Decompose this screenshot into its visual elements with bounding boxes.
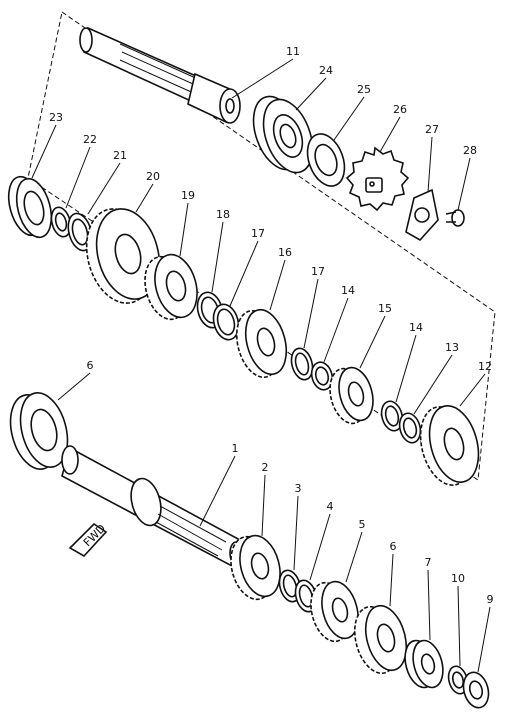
leader-line	[199, 455, 236, 527]
forward-direction-badge: FWD	[68, 522, 108, 558]
leader-line	[345, 531, 363, 583]
callout-labels: 1124252627282322212019181716171415141312…	[31, 45, 494, 673]
gear-20	[85, 208, 161, 304]
callout-number: 27	[425, 123, 439, 136]
circlip-17a	[212, 303, 240, 341]
callout-number: 9	[487, 593, 494, 606]
oil-seal-25	[306, 133, 346, 187]
callout-number: 12	[478, 360, 492, 373]
washer-14b	[380, 400, 404, 432]
leader-line	[457, 585, 461, 667]
leader-line	[359, 315, 386, 369]
callout-number: 1	[232, 442, 239, 455]
leader-line	[333, 96, 365, 141]
callout-number: 2	[262, 461, 269, 474]
washer-14a	[310, 361, 334, 391]
callout-number: 6	[390, 540, 397, 553]
callout-number: 14	[409, 321, 423, 334]
callout-number: 16	[278, 246, 292, 259]
callout-number: 10	[451, 572, 465, 585]
callout-number: 15	[378, 302, 392, 315]
callout-number: 11	[286, 45, 300, 58]
leader-line	[379, 116, 401, 153]
bolt-28	[445, 209, 465, 227]
callout-number: 24	[319, 64, 333, 77]
bearing-23	[7, 175, 53, 239]
leader-line	[309, 513, 331, 581]
leader-line	[303, 278, 319, 349]
callout-number: 21	[113, 149, 127, 162]
bearing-6-left	[9, 392, 69, 470]
callout-number: 3	[295, 482, 302, 495]
leader-line	[261, 474, 266, 537]
callout-number: 13	[445, 341, 459, 354]
drive-axle-shaft	[79, 26, 241, 124]
callout-number: 22	[83, 133, 97, 146]
gear-15	[329, 366, 374, 425]
leader-line	[211, 221, 224, 293]
leader-line	[57, 372, 91, 401]
callout-number: 18	[216, 208, 230, 221]
gear-6	[353, 604, 408, 675]
leader-line	[231, 58, 294, 99]
gear-12	[419, 405, 480, 486]
leader-line	[427, 569, 431, 641]
lock-washer-27	[405, 188, 439, 242]
callout-number: 28	[463, 144, 477, 157]
leader-line	[135, 183, 154, 213]
callout-number: 7	[425, 556, 432, 569]
callout-number: 23	[49, 111, 63, 124]
leader-line	[179, 202, 189, 257]
bearing-9	[462, 671, 490, 709]
callout-number: 6	[87, 359, 94, 372]
circlip-21	[67, 212, 93, 252]
circlip-13	[398, 412, 422, 444]
drive-sprocket-26	[345, 146, 410, 212]
callout-number: 26	[393, 103, 407, 116]
callout-number: 5	[359, 518, 366, 531]
callout-number: 20	[146, 170, 160, 183]
leader-line	[31, 124, 57, 179]
gear-7	[404, 639, 444, 689]
leader-line	[395, 334, 417, 403]
circlip-17b	[290, 347, 314, 381]
leader-line	[457, 157, 471, 211]
leader-line	[65, 146, 91, 209]
callout-number: 19	[181, 189, 195, 202]
leader-line	[427, 136, 433, 193]
leader-line	[229, 240, 259, 307]
gear-2	[230, 534, 281, 601]
leader-line	[323, 297, 349, 363]
leader-line	[269, 259, 286, 311]
leader-line	[87, 162, 121, 215]
gear-5	[310, 580, 359, 643]
leader-line	[477, 606, 491, 673]
callout-number: 25	[357, 83, 371, 96]
bearing-24	[252, 95, 314, 174]
gear-19	[144, 253, 198, 321]
callout-number: 17	[251, 227, 265, 240]
gear-16	[235, 308, 288, 379]
callout-number: 4	[327, 500, 334, 513]
leader-line	[293, 495, 299, 571]
leader-line	[389, 553, 394, 607]
leader-line	[413, 354, 453, 415]
callout-number: 17	[311, 265, 325, 278]
leader-line	[295, 77, 327, 111]
callout-number: 14	[341, 284, 355, 297]
leader-line	[459, 373, 486, 407]
